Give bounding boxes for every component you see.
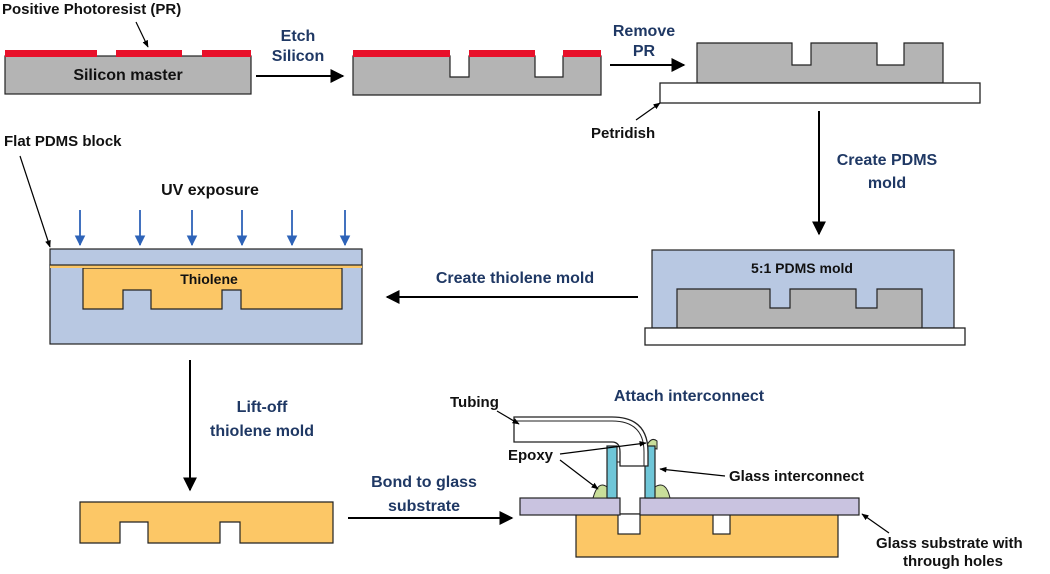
step-etch-label-line1: Etch	[281, 28, 316, 45]
step-create-thiolene-mold: Create thiolene mold	[385, 270, 638, 304]
flat-pdms-block	[49, 248, 363, 266]
photoresist-pointer	[135, 21, 149, 48]
glass-interconnect-pointer	[659, 466, 726, 477]
step-liftoff: Lift-off thiolene mold	[183, 360, 314, 492]
tubing	[513, 416, 649, 467]
tubing-pointer	[496, 410, 520, 425]
step-bond-label-line2: substrate	[388, 498, 460, 515]
step-remove-label-line2: PR	[633, 43, 656, 60]
glass-substrate-label-line1: Glass substrate with	[876, 535, 1023, 552]
channel	[712, 513, 731, 535]
epoxy-label: Epoxy	[508, 447, 554, 464]
flat-pdms-pointer	[19, 155, 51, 248]
glass-substrate-pointer	[861, 513, 890, 534]
thiolene-fill	[82, 267, 343, 310]
etched-silicon-block	[352, 55, 602, 96]
step-attach-label: Attach interconnect	[614, 388, 765, 405]
glass-substrate	[639, 497, 860, 516]
step-remove-label-line1: Remove	[613, 23, 675, 40]
glass-interconnect	[644, 445, 656, 499]
thiolene-film	[50, 265, 362, 268]
photoresist-label: Positive Photoresist (PR)	[2, 1, 181, 18]
step-create-pdms-label-line2: mold	[868, 175, 906, 192]
uv-exposure-label: UV exposure	[161, 182, 259, 199]
petridish-pointer	[635, 102, 661, 121]
photoresist-segment	[116, 50, 182, 57]
step-etch-silicon: Etch Silicon	[256, 28, 345, 83]
stage-etched-silicon	[352, 50, 602, 96]
thiolene-device-base	[575, 513, 839, 558]
photoresist-segment	[469, 50, 535, 57]
photoresist-segment	[202, 50, 251, 57]
silicon-master-label: Silicon master	[73, 67, 182, 84]
step-create-pdms-mold: Create PDMS mold	[812, 111, 938, 236]
thiolene-mold	[79, 501, 334, 544]
channel	[617, 513, 641, 535]
photoresist-segment	[563, 50, 601, 57]
step-create-pdms-label-line1: Create PDMS	[837, 152, 938, 169]
step-bond-label-line1: Bond to glass	[371, 474, 477, 491]
silicon-master-block	[4, 55, 252, 95]
epoxy-blob	[654, 484, 671, 499]
step-remove-pr: Remove PR	[610, 23, 686, 72]
petridish-label: Petridish	[591, 125, 655, 142]
stage-master-on-petridish: Petridish	[591, 42, 981, 142]
stage-uv-exposure: Flat PDMS block UV exposure Thiolene	[4, 133, 363, 345]
petridish	[644, 327, 966, 346]
step-bond-glass: Bond to glass substrate	[348, 474, 514, 525]
epoxy-pointer	[559, 440, 647, 455]
thiolene-label: Thiolene	[180, 271, 238, 287]
epoxy-pointer	[559, 459, 599, 490]
stage-thiolene-mold	[79, 501, 334, 544]
glass-substrate	[519, 497, 621, 516]
step-etch-label-line2: Silicon	[272, 48, 324, 65]
stage-silicon-master: Silicon master Positive Photoresist (PR)	[2, 1, 252, 95]
step-liftoff-label-line1: Lift-off	[237, 399, 288, 416]
glass-interconnect-label: Glass interconnect	[729, 468, 864, 485]
glass-substrate-label-line2: through holes	[903, 553, 1003, 570]
glass-interconnect	[606, 445, 618, 499]
stage-final-device: Attach interconnect Tubing Epoxy Glass i…	[450, 388, 1023, 570]
tubing-inner-line	[514, 420, 645, 466]
step-liftoff-label-line2: thiolene mold	[210, 423, 314, 440]
stage-pdms-mold: 5:1 PDMS mold	[644, 249, 966, 346]
photoresist-segment	[353, 50, 450, 57]
step-create-thiolene-label: Create thiolene mold	[436, 270, 594, 287]
flat-pdms-label: Flat PDMS block	[4, 133, 122, 150]
silicon-master-in-mold	[676, 288, 923, 329]
pdms-mold-label: 5:1 PDMS mold	[751, 260, 853, 276]
tubing-label: Tubing	[450, 394, 499, 411]
silicon-master-block	[696, 42, 944, 84]
photoresist-segment	[5, 50, 97, 57]
petridish	[659, 82, 981, 104]
